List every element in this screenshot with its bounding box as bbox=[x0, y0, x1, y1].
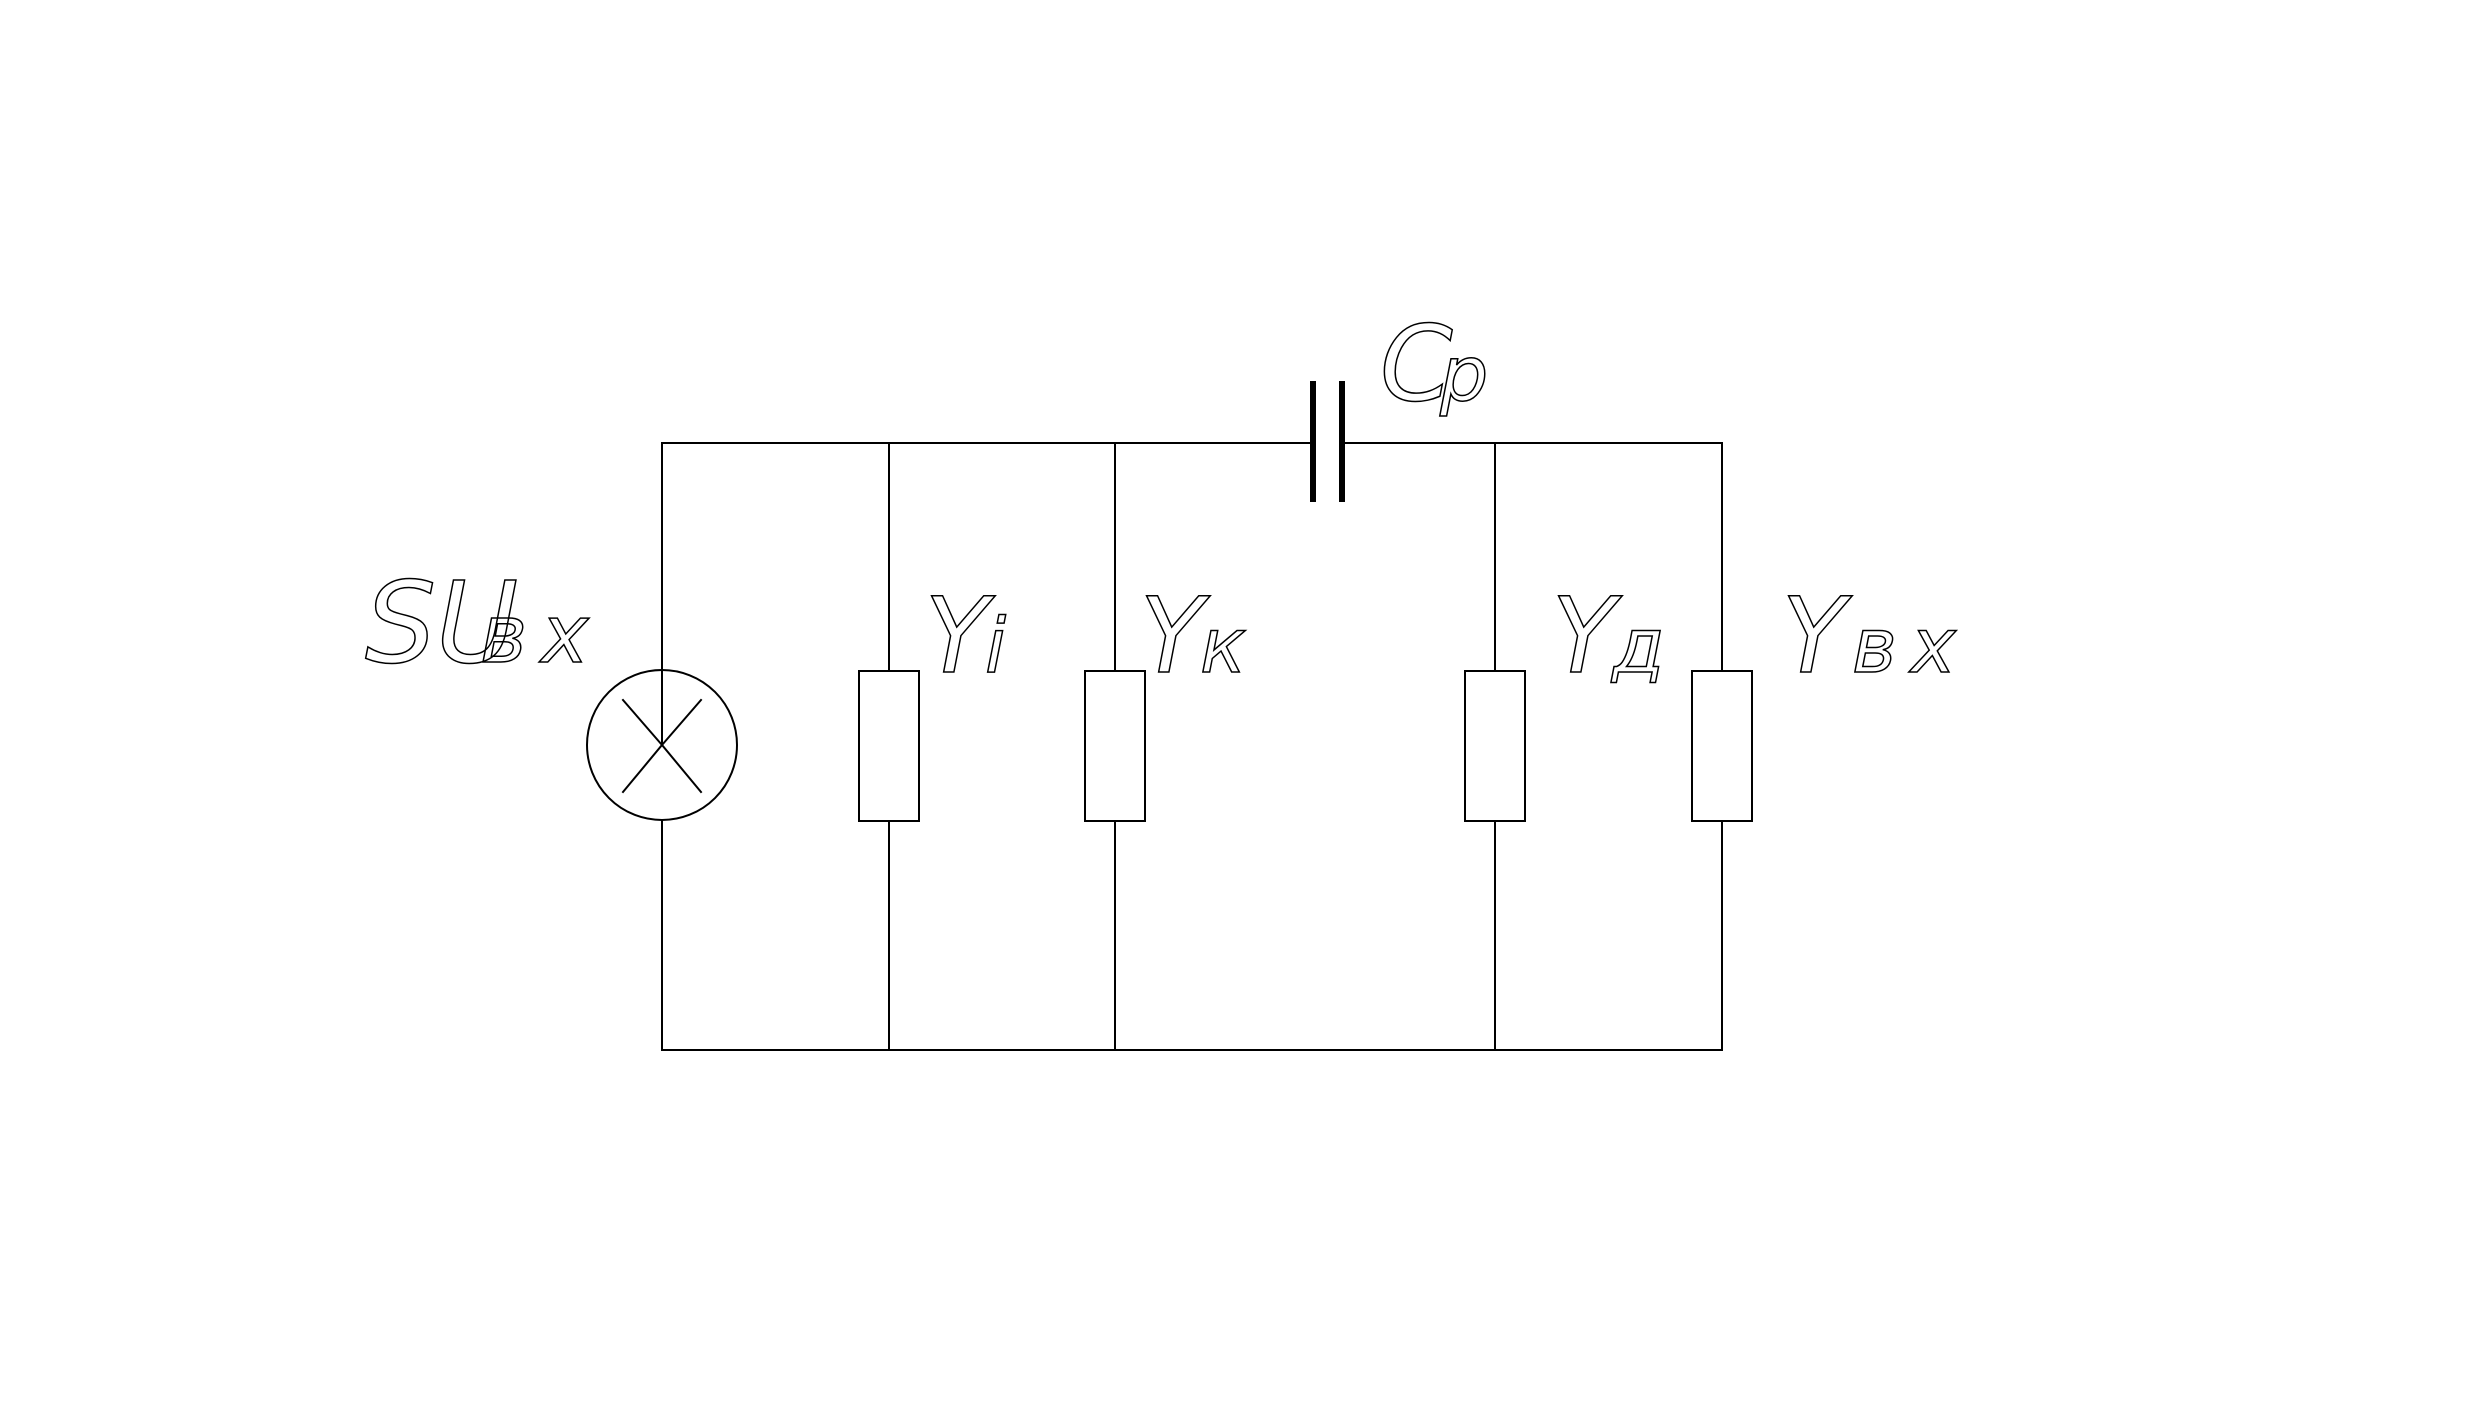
yvx-element bbox=[1691, 670, 1753, 822]
label-capacitor-main: C bbox=[1380, 303, 1453, 425]
branch-yi bbox=[858, 442, 920, 1051]
label-capacitor-sub: р bbox=[1439, 329, 1488, 418]
source-arrow-lower bbox=[621, 743, 703, 794]
label-yd-sub: д bbox=[1610, 601, 1665, 690]
label-source-sub: вх bbox=[480, 588, 603, 681]
label-yvx-sub: вх bbox=[1852, 601, 1970, 690]
current-source bbox=[586, 442, 738, 1051]
yi-element bbox=[858, 670, 920, 822]
label-yk-main: Y bbox=[1140, 575, 1211, 697]
label-yi: Y i bbox=[924, 574, 1007, 698]
label-yd: Y д bbox=[1551, 574, 1665, 698]
label-source: SU вх bbox=[364, 558, 603, 690]
yd-element bbox=[1464, 670, 1526, 822]
label-yi-main: Y bbox=[925, 575, 996, 697]
label-yi-sub: i bbox=[985, 601, 1006, 690]
label-yk-sub: к bbox=[1200, 601, 1246, 690]
branch-yd bbox=[1464, 442, 1526, 1051]
label-yk: Y к bbox=[1139, 574, 1247, 698]
label-yvx: Y вх bbox=[1781, 574, 1970, 698]
yk-element bbox=[1084, 670, 1146, 822]
capacitor-cp bbox=[1310, 381, 1345, 502]
branch-yvx bbox=[1691, 442, 1753, 1051]
label-source-main: SU bbox=[365, 559, 518, 689]
label-yvx-main: Y bbox=[1782, 575, 1853, 697]
label-capacitor: C р bbox=[1379, 302, 1489, 426]
label-yd-main: Y bbox=[1552, 575, 1623, 697]
branch-yk bbox=[1084, 442, 1146, 1051]
